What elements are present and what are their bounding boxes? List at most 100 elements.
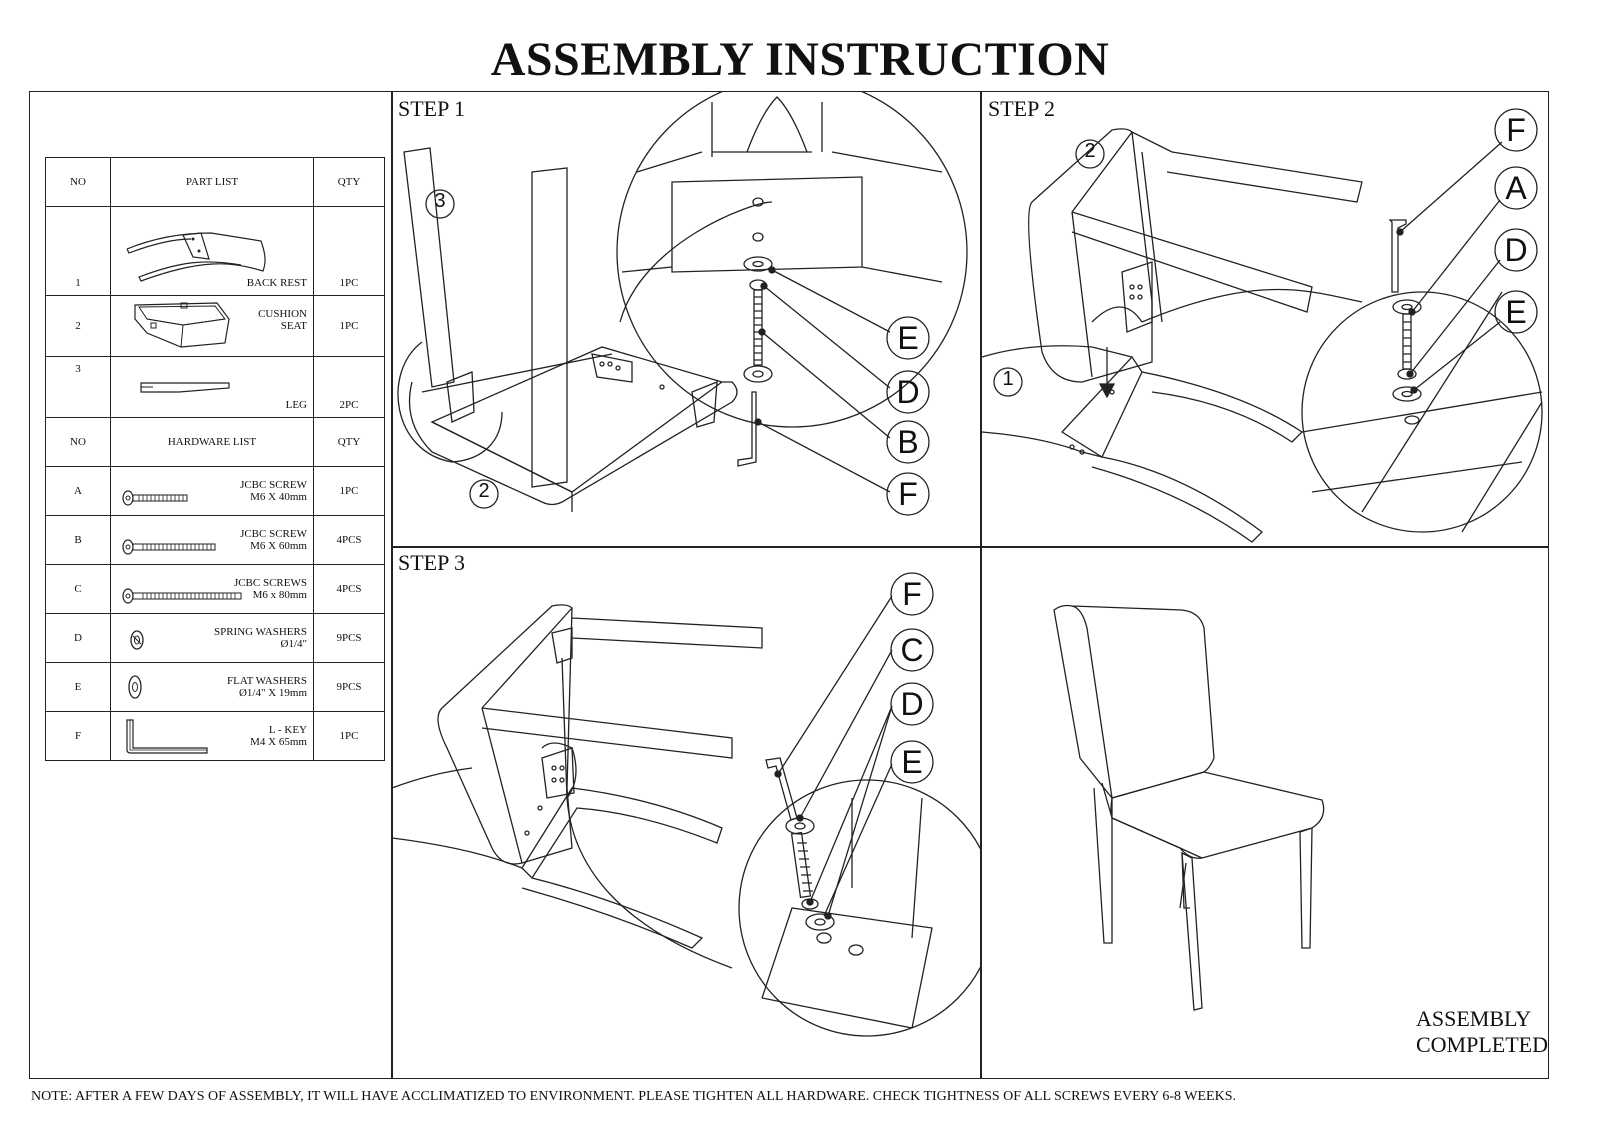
part-name-line2: SEAT (280, 320, 307, 332)
hardware-name-line2: Ø1/4" X 19mm (238, 687, 307, 699)
assembly-completed-text: ASSEMBLY COMPLETED (1416, 1006, 1548, 1058)
step3-diagram: F C D E (392, 548, 980, 1078)
hardware-cell: FLAT WASHERS Ø1/4" X 19mm (110, 662, 314, 712)
hardware-no: A (45, 466, 111, 516)
part-cell: LEG (110, 356, 314, 418)
part-no: 2 (45, 295, 111, 357)
part-no: 3 (45, 356, 111, 418)
hardware-no: C (45, 564, 111, 614)
part-name: BACK REST (246, 277, 307, 289)
hardware-row-d: D SPRING WASHERS Ø1/4" 9PCS (45, 613, 385, 663)
hardware-row-b: B JCBC SCREW M6 X 60mm 4PCS (45, 515, 385, 565)
callout-e: E (1505, 294, 1527, 330)
callout-e: E (901, 744, 923, 780)
hardware-qty: 9PCS (313, 613, 385, 663)
hardware-name-line1: JCBC SCREW (240, 479, 307, 491)
screw-icon (122, 588, 242, 604)
step1-diagram: 3 2 E D B F (392, 92, 980, 546)
page-title: ASSEMBLY INSTRUCTION (490, 33, 1110, 86)
parts-header-row: NO PART LIST QTY (45, 157, 385, 207)
part-no: 1 (45, 206, 111, 296)
step1-part-2: 2 (478, 480, 490, 502)
header-part-list: PART LIST (110, 157, 314, 207)
hardware-cell: L - KEY M4 X 65mm (110, 711, 314, 761)
hardware-name-line1: SPRING WASHERS (213, 626, 307, 638)
hardware-row-e: E FLAT WASHERS Ø1/4" X 19mm 9PCS (45, 662, 385, 712)
part-name: LEG (285, 399, 307, 411)
hardware-name-line2: M6 X 60mm (250, 540, 307, 552)
hardware-cell: JCBC SCREW M6 X 40mm (110, 466, 314, 516)
step3-label: STEP 3 (398, 550, 466, 575)
l-key-icon (126, 719, 208, 754)
callout-b: B (897, 424, 919, 460)
part-qty: 1PC (313, 206, 385, 296)
header-hardware-list: HARDWARE LIST (110, 417, 314, 467)
hardware-qty: 9PCS (313, 662, 385, 712)
divider-horizontal (391, 546, 1549, 548)
parts-table: NO PART LIST QTY 1 BACK REST 1PC 2 (45, 157, 385, 761)
header-qty: QTY (313, 157, 385, 207)
hardware-name-line1: JCBC SCREWS (233, 577, 307, 589)
hardware-name-line2: Ø1/4" (280, 638, 308, 650)
back-rest-icon (126, 232, 266, 282)
hardware-no: B (45, 515, 111, 565)
part-name: CUSHION SEAT (258, 308, 307, 332)
callout-f: F (902, 576, 922, 612)
callout-d: D (896, 374, 920, 410)
hardware-row-f: F L - KEY M4 X 65mm 1PC (45, 711, 385, 761)
hardware-name-line2: M6 x 80mm (252, 589, 307, 601)
completed-line2: COMPLETED (1416, 1032, 1548, 1057)
hardware-name: JCBC SCREWS M6 x 80mm (234, 577, 307, 601)
cushion-seat-icon (134, 302, 230, 348)
hardware-name-line2: M4 X 65mm (250, 736, 307, 748)
callout-a: A (1505, 170, 1527, 206)
part-row-leg: 3 LEG 2PC (45, 356, 385, 418)
spring-washer-icon (130, 630, 144, 650)
hardware-qty: 4PCS (313, 564, 385, 614)
flat-washer-icon (128, 675, 142, 699)
header-no: NO (45, 157, 111, 207)
hardware-name: SPRING WASHERS Ø1/4" (214, 626, 307, 650)
part-qty: 1PC (313, 295, 385, 357)
instruction-frame (29, 91, 1549, 1079)
header-qty: QTY (313, 417, 385, 467)
completed-chair-diagram (982, 548, 1548, 1078)
hardware-name-line1: JCBC SCREW (240, 528, 307, 540)
step2-part-2: 2 (1084, 140, 1096, 162)
screw-icon (122, 539, 216, 555)
callout-f: F (898, 476, 918, 512)
divider-middle (980, 91, 982, 1079)
hardware-name: FLAT WASHERS Ø1/4" X 19mm (227, 675, 307, 699)
step1-label: STEP 1 (398, 96, 466, 121)
hardware-row-c: C JCBC SCREWS M6 x 80mm 4PCS (45, 564, 385, 614)
step2-diagram: 2 1 F A D E (982, 92, 1548, 546)
callout-e: E (897, 320, 919, 356)
hardware-no: F (45, 711, 111, 761)
hardware-name: JCBC SCREW M6 X 40mm (240, 479, 307, 503)
callout-d: D (1504, 232, 1528, 268)
callout-f: F (1506, 112, 1526, 148)
callout-d: D (900, 686, 924, 722)
hardware-header-row: NO HARDWARE LIST QTY (45, 417, 385, 467)
hardware-name-line2: M6 X 40mm (250, 491, 307, 503)
completed-line1: ASSEMBLY (1416, 1006, 1532, 1031)
hardware-cell: JCBC SCREW M6 X 60mm (110, 515, 314, 565)
screw-icon (122, 490, 188, 506)
part-row-back-rest: 1 BACK REST 1PC (45, 206, 385, 296)
hardware-no: E (45, 662, 111, 712)
step2-label: STEP 2 (988, 96, 1056, 121)
maintenance-note: NOTE: AFTER A FEW DAYS OF ASSEMBLY, IT W… (31, 1089, 1236, 1104)
part-qty: 2PC (313, 356, 385, 418)
hardware-name: JCBC SCREW M6 X 60mm (240, 528, 307, 552)
part-cell: BACK REST (110, 206, 314, 296)
header-no: NO (45, 417, 111, 467)
callout-c: C (900, 632, 924, 668)
hardware-qty: 1PC (313, 466, 385, 516)
hardware-cell: JCBC SCREWS M6 x 80mm (110, 564, 314, 614)
part-row-cushion-seat: 2 CUSHION SEAT 1PC (45, 295, 385, 357)
hardware-name-line1: FLAT WASHERS (227, 675, 307, 687)
part-name-line1: CUSHION (258, 308, 307, 320)
hardware-no: D (45, 613, 111, 663)
hardware-qty: 4PCS (313, 515, 385, 565)
hardware-name: L - KEY M4 X 65mm (250, 724, 307, 748)
